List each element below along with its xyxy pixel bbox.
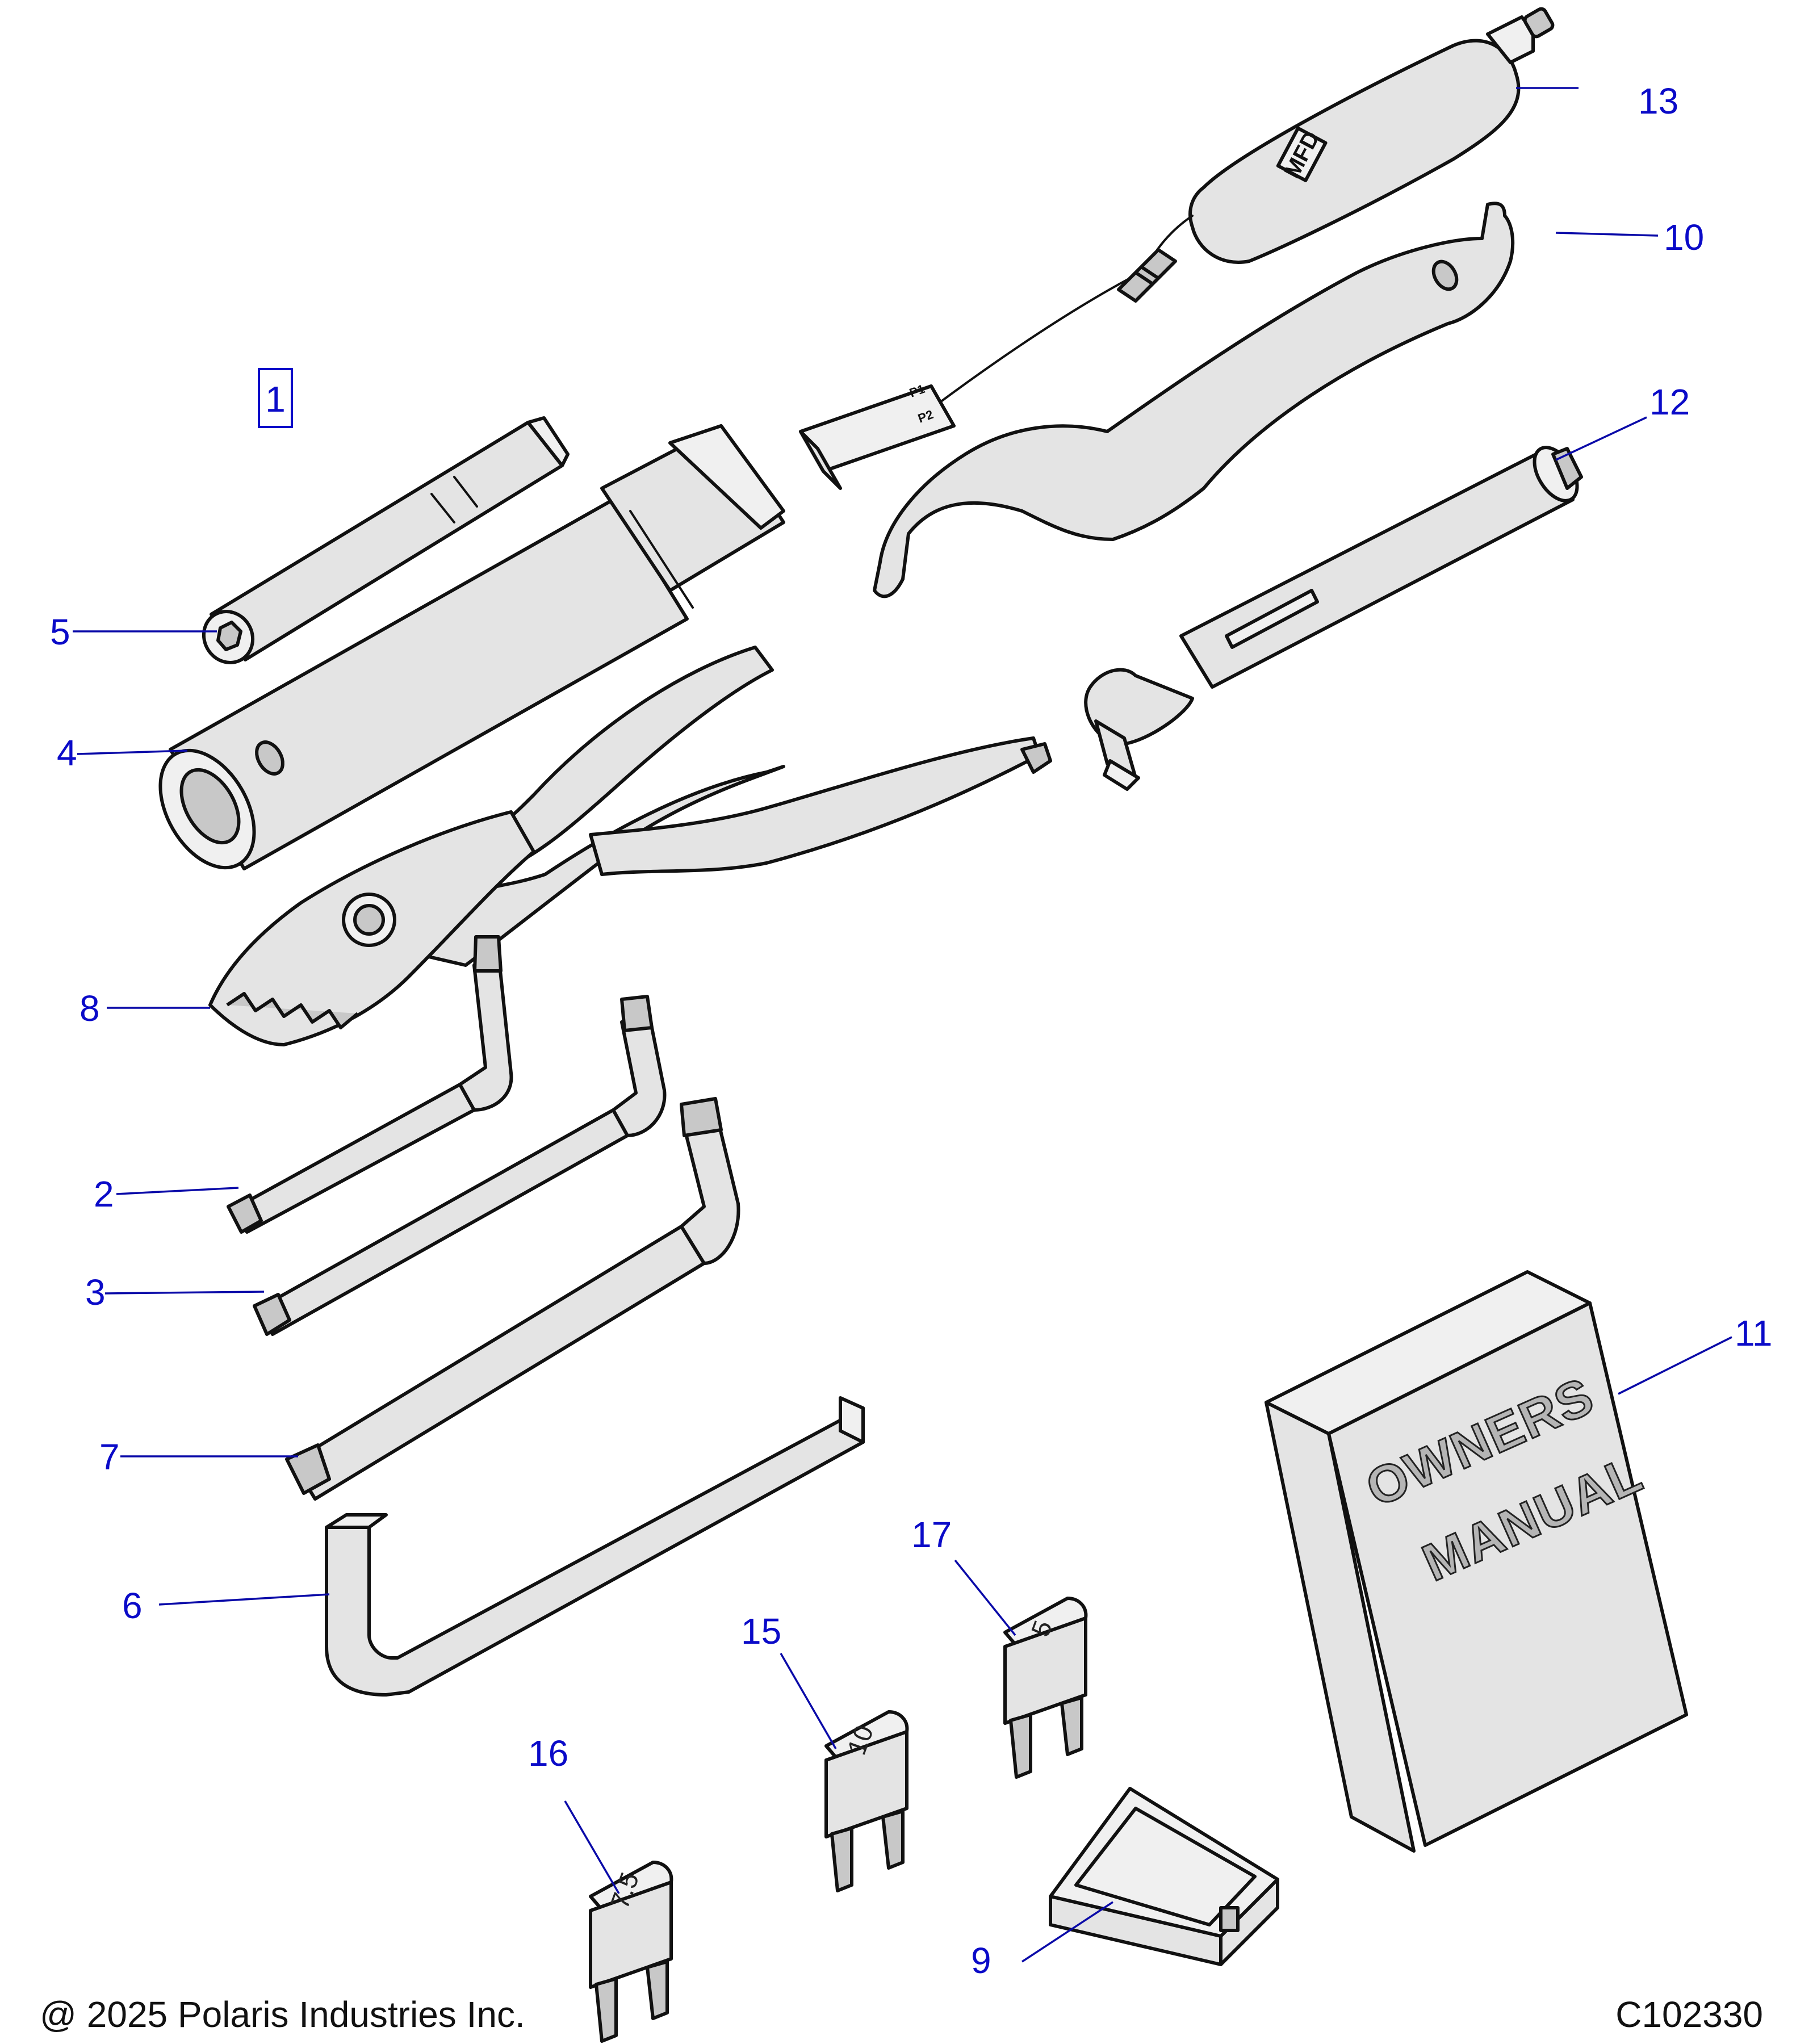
svg-text:1: 1 [265, 379, 286, 420]
callout-17: 17 [911, 1514, 952, 1555]
torx-key-medium [253, 995, 667, 1336]
fuse-15: 10 [824, 1710, 909, 1892]
callout-10: 10 [1664, 217, 1704, 258]
torx-key-large [285, 1097, 740, 1501]
charger-plug: MFD P1 P2 [799, 7, 1555, 490]
hex-key [325, 1396, 865, 1697]
callout-15: 15 [741, 1611, 781, 1652]
fuse-16: 7.5 [589, 1861, 673, 2043]
callout-9: 9 [971, 1940, 991, 1981]
copyright-text: @ 2025 Polaris Industries Inc. [40, 1994, 525, 2035]
drawing-id: C102330 [1615, 1994, 1763, 2035]
tube-wrench-small [202, 416, 570, 664]
callout-2: 2 [94, 1174, 114, 1214]
tube-wrench-large [158, 424, 785, 870]
torx-key-small [227, 935, 513, 1234]
callout-5: 5 [50, 611, 70, 652]
callout-3: 3 [85, 1272, 106, 1313]
fuse-box [1049, 1787, 1279, 1966]
callout-7: 7 [99, 1436, 120, 1477]
callout-8: 8 [79, 988, 100, 1029]
callout-11: 11 [1735, 1313, 1772, 1354]
pliers [208, 646, 1052, 1046]
callout-6: 6 [122, 1585, 143, 1626]
tire-pressure-gauge [1084, 446, 1583, 791]
callout-16: 16 [528, 1733, 568, 1774]
owners-manual: OWNERS MANUAL [1265, 1270, 1688, 1853]
callout-13: 13 [1638, 81, 1678, 122]
callout-12: 12 [1649, 382, 1690, 422]
leader-lines [73, 87, 1732, 1963]
callout-1: 1 [258, 368, 293, 428]
callout-4: 4 [57, 732, 77, 773]
fuse-17: 5 [1003, 1597, 1088, 1779]
spanner-wrench [873, 202, 1515, 598]
